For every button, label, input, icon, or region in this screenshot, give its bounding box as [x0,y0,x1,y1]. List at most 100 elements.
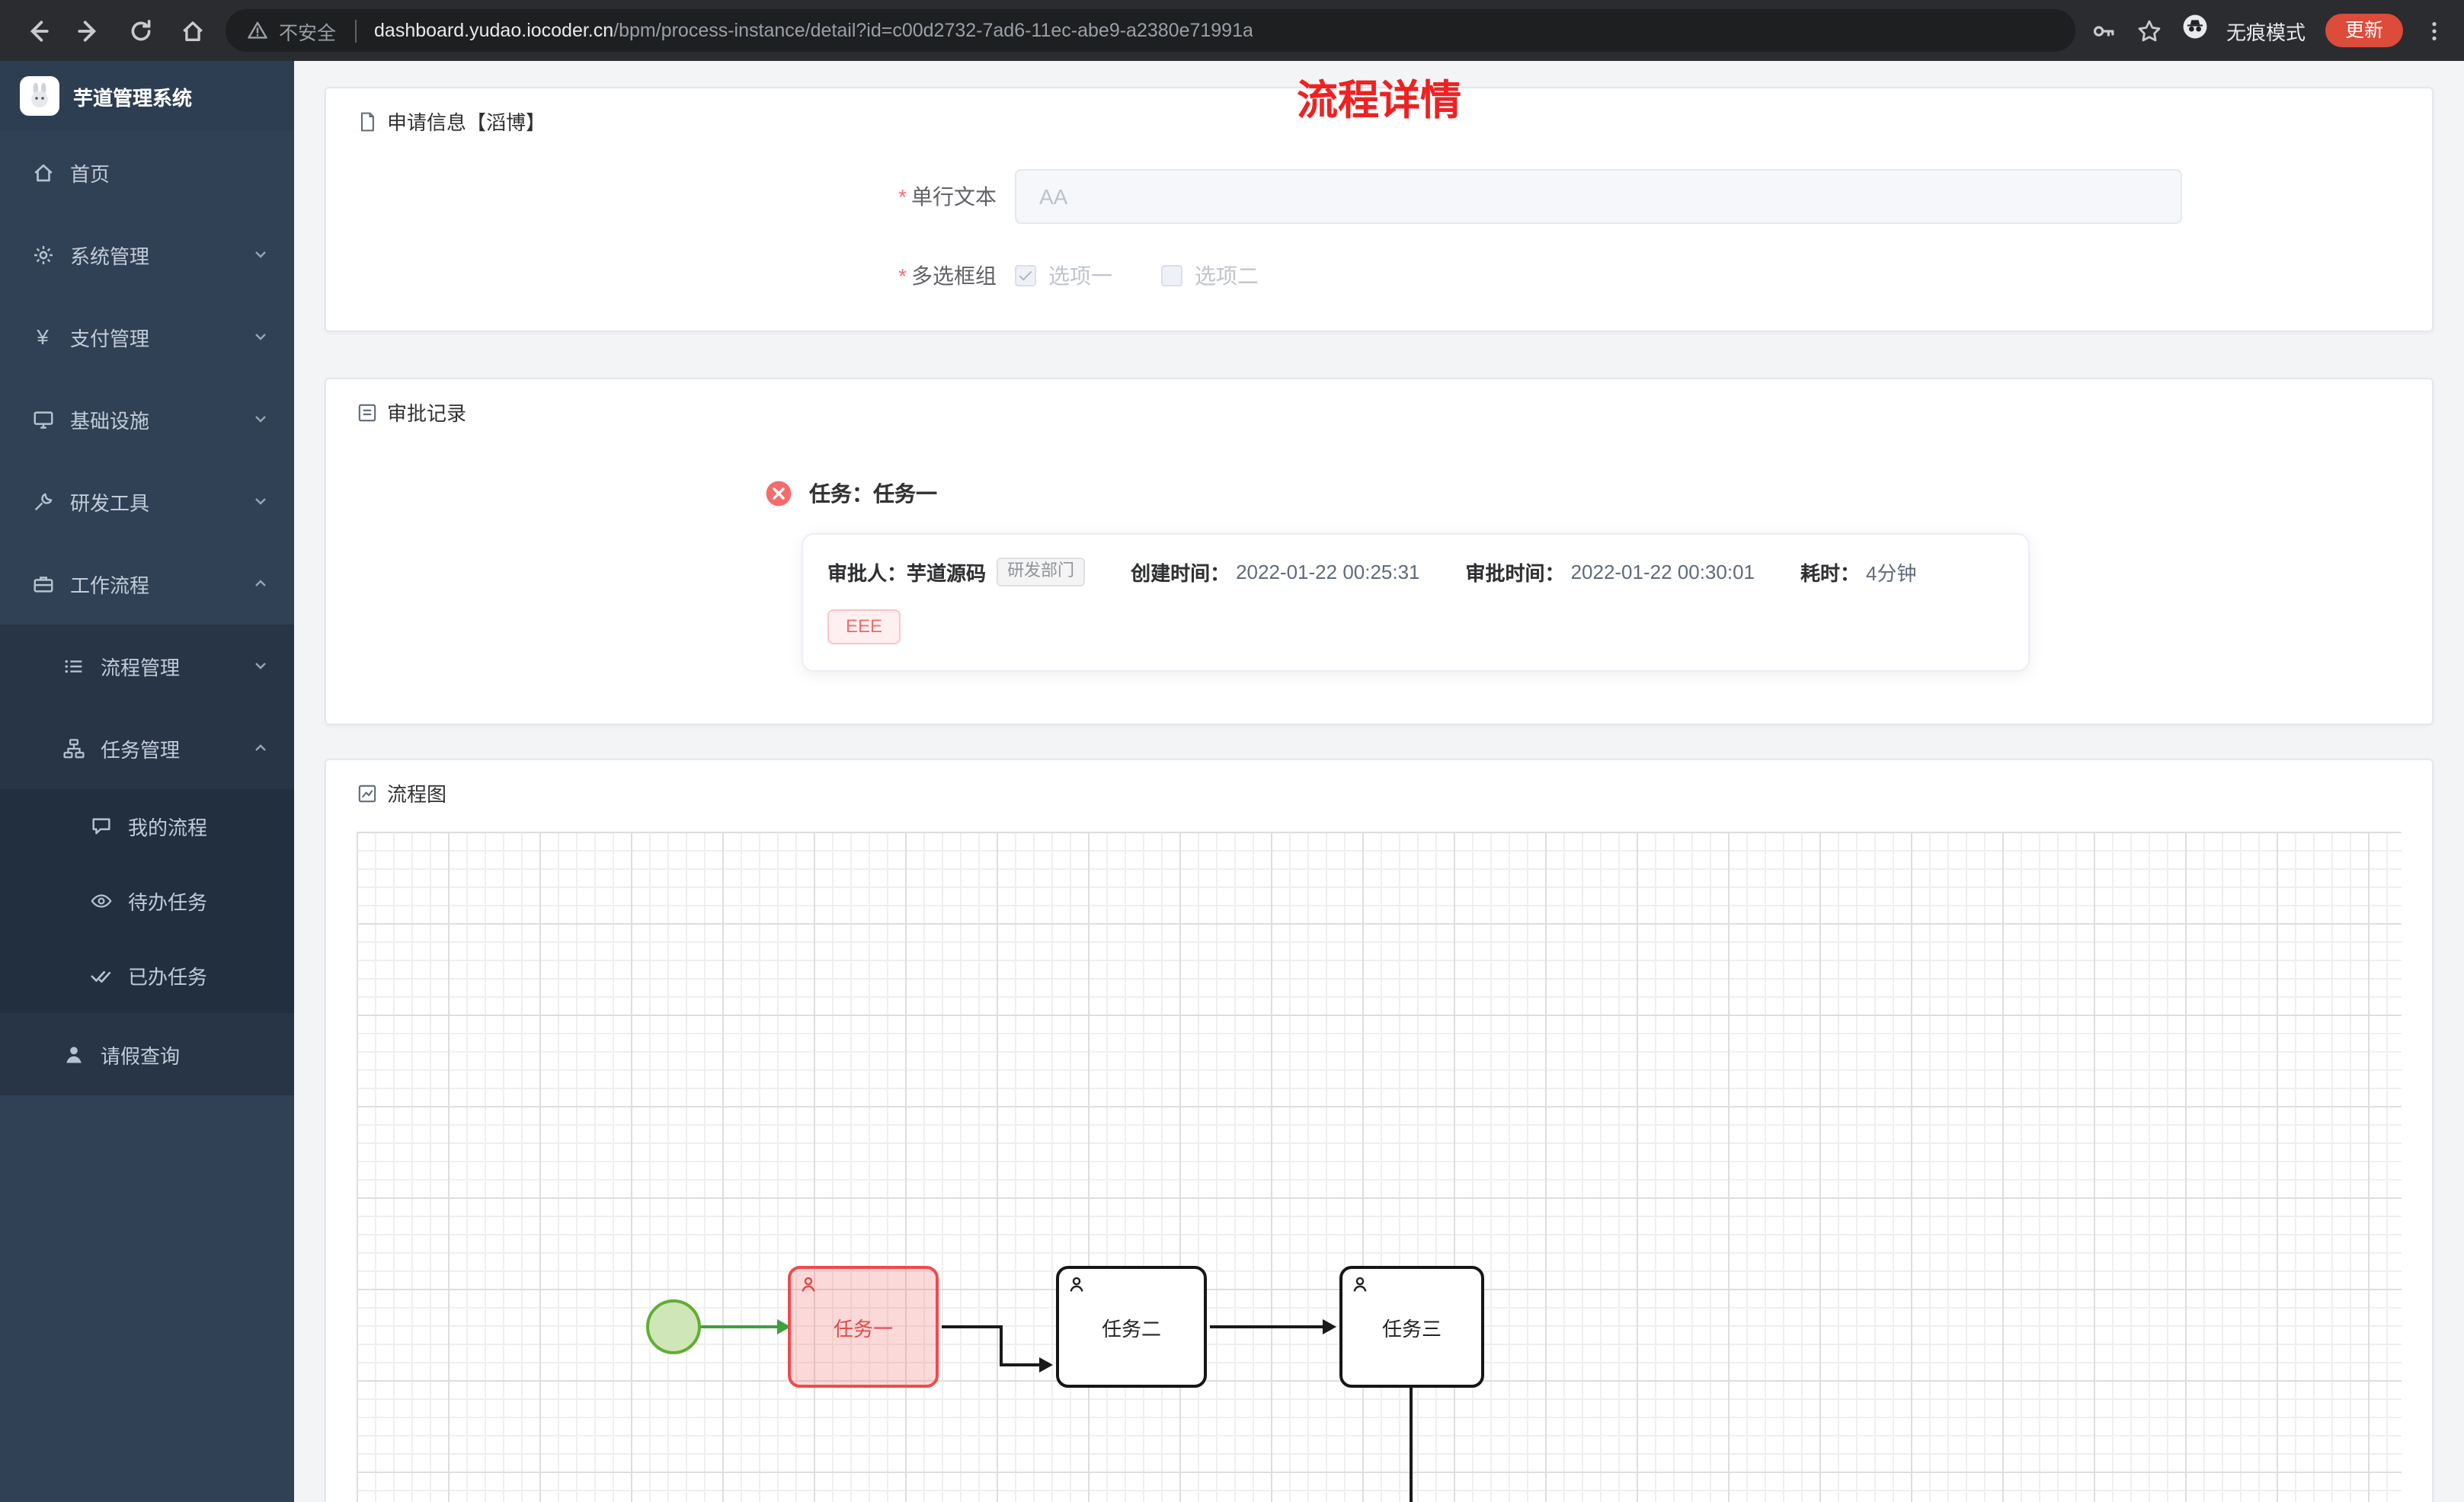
key-icon[interactable] [2091,18,2117,43]
record-card-header: 审批记录 [326,379,2432,439]
single-text-label: *单行文本 [898,184,997,209]
approver-name: 芋道源码 [907,562,987,586]
sidebar-item-leave-query[interactable]: 请假查询 [0,1013,294,1095]
created-time: 2022-01-22 00:25:31 [1236,561,1420,584]
chat-icon [88,814,113,839]
address-divider [354,19,357,42]
form-row-checkbox-group: *多选框组 选项一 选项二 [357,260,2402,291]
eye-icon [88,889,113,913]
sidebar-item-todo-tasks[interactable]: 待办任务 [0,864,294,938]
checkbox-group-label: *多选框组 [898,264,997,288]
sidebar-item-my-process[interactable]: 我的流程 [0,789,294,864]
sidebar-item-label: 系统管理 [70,244,150,267]
comment-tag: EEE [827,609,901,645]
chevron-down-icon [251,245,270,264]
sidebar-item-done-tasks[interactable]: 已办任务 [0,938,294,1013]
main-content: 流程详情 申请信息【滔博】 *单行文本 *多选框组 [294,61,2464,1502]
chevron-down-icon [251,492,270,510]
approved-time: 2022-01-22 00:30:01 [1570,561,1755,584]
bpmn-connectors [698,1319,1413,1502]
task-node-1[interactable]: 任务一 [788,1266,939,1389]
sidebar-item-task-mgmt[interactable]: 任务管理 [0,707,294,789]
user-icon [61,1042,85,1066]
sidebar-item-label: 流程管理 [101,656,181,679]
required-asterisk: * [898,264,907,288]
yen-icon: ¥ [37,324,49,349]
monitor-icon [30,407,55,431]
app-logo-row[interactable]: 芋道管理系统 [0,61,294,131]
checkbox-option-1[interactable]: 选项一 [1015,260,1112,291]
single-text-input[interactable] [1015,169,2182,224]
document-icon [357,110,378,132]
task-node-2[interactable]: 任务二 [1056,1266,1207,1389]
not-secure-warning-icon [247,20,268,41]
duration-value: 4分钟 [1866,562,1917,586]
rejected-x-icon [765,480,792,507]
apply-info-card: 申请信息【滔博】 *单行文本 *多选框组 选项一 [325,87,2434,332]
incognito-label: 无痕模式 [2226,21,2306,43]
approved-label: 审批时间： [1465,562,1565,586]
bpmn-canvas[interactable]: 任务一 任务二 任务三 [357,832,2402,1502]
page-url: dashboard.yudao.iocoder.cn/bpm/process-i… [374,20,1253,41]
task-node-3[interactable]: 任务三 [1339,1266,1484,1389]
task-title: 任务：任务一 [809,481,937,506]
page-title: 流程详情 [1297,78,1461,123]
browser-menu-icon[interactable] [2423,19,2446,42]
record-card-title: 审批记录 [387,402,467,425]
sidebar-item-system[interactable]: 系统管理 [0,213,294,296]
sidebar-item-devtools[interactable]: 研发工具 [0,460,294,542]
created-label: 创建时间： [1131,562,1230,586]
address-bar[interactable]: 不安全 dashboard.yudao.iocoder.cn/bpm/proce… [226,9,2075,52]
double-check-icon [88,964,113,988]
forward-icon[interactable] [70,12,107,49]
incognito-badge[interactable]: 无痕模式 [2182,14,2306,47]
sidebar-item-workflow[interactable]: 工作流程 [0,542,294,625]
wrench-icon [30,489,55,513]
toolbar-right-cluster: 无痕模式 更新 [2091,13,2446,48]
checkbox-option-label: 选项二 [1195,264,1259,288]
user-task-icon [798,1276,818,1296]
list-icon [61,654,85,678]
tree-icon [61,736,85,760]
approval-record-card: 审批记录 任务：任务一 审批人：芋道源码研发部门 创建时间：2022-01-22… [325,378,2434,726]
required-asterisk: * [898,184,907,209]
checkbox-unchecked-icon [1161,265,1182,286]
record-timeline: 任务：任务一 审批人：芋道源码研发部门 创建时间：2022-01-22 00:2… [326,439,2432,724]
chevron-up-icon [251,574,270,593]
apply-card-title: 申请信息【滔博】 [387,111,546,134]
apply-form: *单行文本 *多选框组 选项一 选项二 [326,148,2432,331]
sidebar-item-label: 工作流程 [70,574,150,596]
url-path: /bpm/process-instance/detail?id=c00d2732… [613,20,1253,41]
bookmark-star-icon[interactable] [2136,18,2162,43]
incognito-icon [2182,14,2216,47]
start-event-node[interactable] [646,1299,701,1355]
sidebar-item-infra[interactable]: 基础设施 [0,378,294,460]
task-node-label: 任务一 [833,1317,893,1341]
approver-label: 审批人： [827,562,907,586]
sidebar-item-process-mgmt[interactable]: 流程管理 [0,625,294,707]
sidebar-item-label: 任务管理 [101,738,181,761]
sidebar-item-payment[interactable]: ¥ 支付管理 [0,296,294,378]
sidebar-item-home[interactable]: 首页 [0,131,294,213]
security-label: 不安全 [279,22,337,43]
url-domain: dashboard.yudao.iocoder.cn [374,20,614,41]
form-row-single-text: *单行文本 [357,169,2402,224]
checkbox-option-2[interactable]: 选项二 [1161,260,1259,291]
home-icon [30,160,55,184]
user-task-icon [1067,1276,1086,1296]
sidebar: 芋道管理系统 首页 系统管理 ¥ 支付管理 基础设施 [0,61,294,1502]
chevron-down-icon [251,657,270,675]
app-title: 芋道管理系统 [73,86,193,109]
flow-diagram-card: 流程图 [325,759,2434,1502]
record-icon [357,401,378,423]
app-logo [20,76,59,116]
update-button[interactable]: 更新 [2325,13,2403,48]
reload-icon[interactable] [122,12,158,49]
home-nav-icon[interactable] [174,12,210,49]
checkbox-checked-icon [1015,265,1036,286]
chevron-up-icon [251,739,270,757]
browser-toolbar: 不安全 dashboard.yudao.iocoder.cn/bpm/proce… [0,0,2464,61]
sidebar-item-label: 已办任务 [128,966,208,989]
task-node-label: 任务三 [1381,1317,1442,1341]
back-icon[interactable] [18,12,55,49]
